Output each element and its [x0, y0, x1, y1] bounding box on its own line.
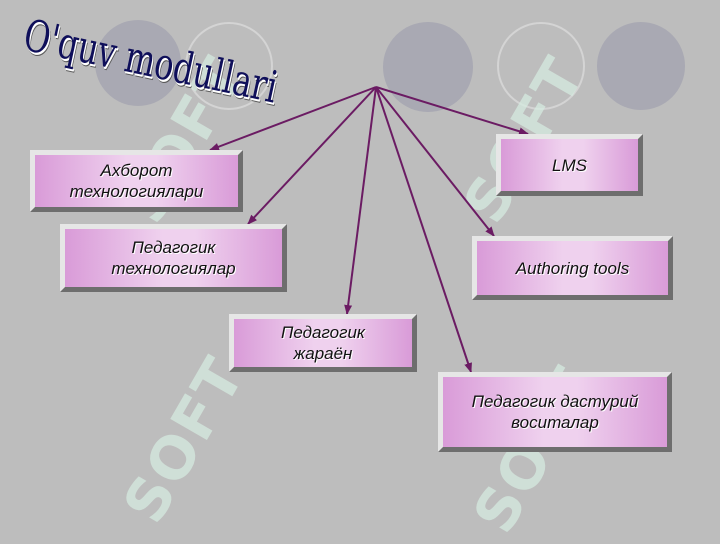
module-box-ped-process: Педагогик жараён — [229, 314, 417, 372]
module-box-lms: LMS — [496, 134, 643, 196]
module-label: Педагогик дастурий воситалар — [471, 392, 639, 432]
module-box-ped-soft: Педагогик дастурий воситалар — [438, 372, 672, 452]
arrow-to-ped-tech — [247, 86, 377, 225]
decor-circle — [383, 22, 473, 112]
module-box-axborot: Ахборот технологиялари — [30, 150, 243, 212]
module-box-ped-tech: Педагогик технологиялар — [60, 224, 287, 292]
decor-circle-outline — [497, 22, 585, 110]
module-label: Педагогик технологиялар — [111, 238, 236, 278]
module-label: LMS — [552, 155, 587, 175]
arrow-to-ped-soft — [375, 86, 472, 373]
arrow-to-ped-process — [344, 86, 377, 315]
decor-circle — [597, 22, 685, 110]
arrow-to-authoring — [375, 86, 495, 237]
module-label: Authoring tools — [515, 258, 630, 278]
module-box-authoring: Authoring tools — [472, 236, 673, 300]
arrow-to-lms — [375, 86, 529, 136]
module-label: Педагогик жараён — [281, 323, 365, 363]
arrow-to-axborot — [209, 86, 377, 151]
decor-circle — [95, 20, 181, 106]
module-label: Ахборот технологиялари — [69, 161, 204, 201]
decor-circle-outline — [185, 22, 273, 110]
